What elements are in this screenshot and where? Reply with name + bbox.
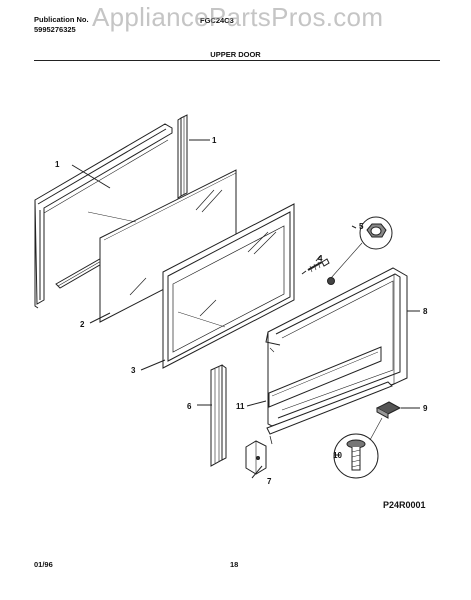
part-bracket [245,440,267,475]
callout-1: 1 [55,160,60,169]
part-door-trim-strip [177,114,188,199]
callout-2: 2 [80,320,85,329]
section-title: UPPER DOOR [210,50,261,59]
callout-11: 11 [236,402,245,411]
part-screw [301,258,330,275]
part-small-nut [327,277,335,285]
model-number: FGC24C3 [200,16,234,25]
header-rule [34,60,440,61]
page-number: 18 [230,560,239,569]
part-insulation [268,346,382,408]
callout-6: 6 [187,402,192,411]
footer-date: 01/96 [34,560,53,569]
watermark: AppliancePartsPros.com [92,2,384,32]
callout-3: 3 [131,366,136,375]
part-inner-glass-frame [162,203,295,369]
callout-1b: 1 [212,136,217,145]
part-bottom-rail [266,381,393,445]
publication-label: Publication No. [34,15,89,24]
part-clip [375,401,402,419]
diagram-code: P24R0001 [383,500,426,510]
callout-9: 9 [423,404,428,413]
part-hex-nut-detail [330,216,393,279]
publication-number: 5995276325 [34,25,76,34]
callout-8: 8 [423,307,428,316]
callout-4: 4 [318,254,323,263]
callout-5: 5 [359,222,364,231]
callout-7: 7 [267,477,272,486]
part-vertical-channel [210,364,227,467]
part-bolt-detail [333,417,383,479]
callout-10: 10 [333,451,342,460]
